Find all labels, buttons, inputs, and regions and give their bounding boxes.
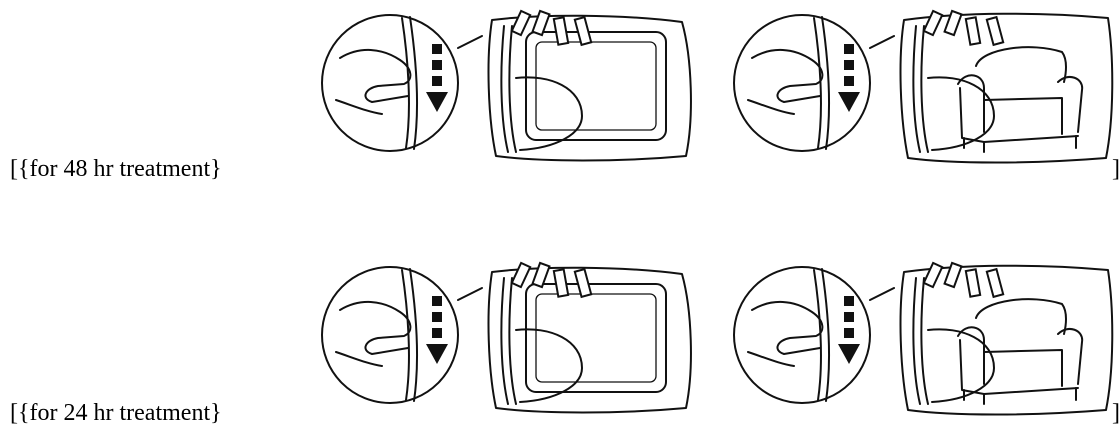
armchair-bag-svg: [732, 260, 1115, 418]
armchair-bag-svg: [732, 8, 1115, 166]
zip-pull-detail-icon: [734, 15, 894, 151]
zip-pull-detail-icon: [322, 15, 482, 151]
zip-pull-detail-icon: [322, 267, 482, 403]
tablet-icon: [489, 263, 691, 413]
caption-48-hr-treatment: [{for 48 hr treatment}: [10, 156, 222, 183]
zip-pull-detail-icon: [734, 267, 894, 403]
tablet-bag-svg: [320, 8, 702, 166]
tablet-bag-svg: [320, 260, 702, 418]
armchair-icon: [901, 263, 1113, 415]
tablet-icon: [489, 11, 691, 161]
tablet-bag-illustration-24h: [320, 260, 702, 418]
armchair-bag-illustration-48h: [732, 8, 1115, 166]
caption-24-hr-treatment: [{for 24 hr treatment}: [10, 400, 222, 427]
armchair-icon: [901, 11, 1113, 163]
armchair-bag-illustration-24h: [732, 260, 1115, 418]
tablet-bag-illustration-48h: [320, 8, 702, 166]
